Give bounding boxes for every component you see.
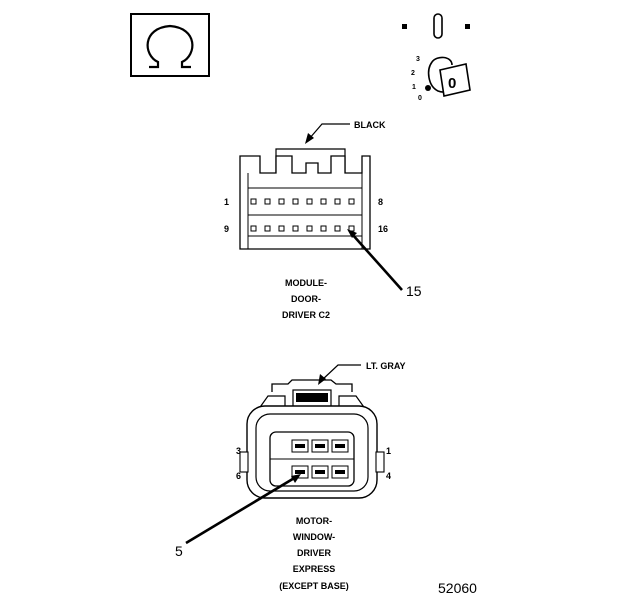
motor-pin-6-label: 6 xyxy=(236,471,241,481)
c2-name-line-2: DOOR- xyxy=(291,294,321,304)
connector-motor: LT. GRAY 3 xyxy=(175,361,406,591)
motor-color-label: LT. GRAY xyxy=(366,361,406,371)
c2-name-line-1: MODULE- xyxy=(285,278,327,288)
ignition-lock-mark: 0 xyxy=(448,75,456,92)
c2-pin-16-label: 16 xyxy=(378,224,388,234)
motor-name-line-1: MOTOR- xyxy=(296,516,332,526)
c2-pins-row-2 xyxy=(250,225,355,232)
c2-name-line-3: DRIVER C2 xyxy=(282,310,330,320)
ignition-position-3: 3 xyxy=(416,56,420,63)
c2-pins-row-1 xyxy=(250,198,355,205)
motor-name-line-2: WINDOW- xyxy=(293,532,335,542)
motor-name-line-5: (EXCEPT BASE) xyxy=(279,581,349,591)
motor-name-line-3: DRIVER xyxy=(297,548,332,558)
ignition-key-icon: 3 2 1 0 0 xyxy=(402,13,471,102)
c2-pin-1-label: 1 xyxy=(224,197,229,207)
motor-pins xyxy=(291,439,349,479)
motor-pin-4-label: 4 xyxy=(386,471,391,481)
c2-pin-8-label: 8 xyxy=(378,197,383,207)
connector-c2: BLACK xyxy=(224,120,422,320)
c2-pin-9-label: 9 xyxy=(224,224,229,234)
ignition-position-2: 2 xyxy=(411,70,415,77)
motor-name-line-4: EXPRESS xyxy=(293,564,336,574)
c2-color-label: BLACK xyxy=(354,120,386,130)
figure-number: 52060 xyxy=(438,580,477,596)
motor-callout: 5 xyxy=(175,543,183,559)
ohmmeter-icon xyxy=(130,13,210,77)
motor-pin-1-label: 1 xyxy=(386,446,391,456)
ignition-position-1: 1 xyxy=(412,84,416,91)
ignition-position-0: 0 xyxy=(418,95,422,102)
motor-pin-3-label: 3 xyxy=(236,446,241,456)
c2-callout: 15 xyxy=(406,283,422,299)
